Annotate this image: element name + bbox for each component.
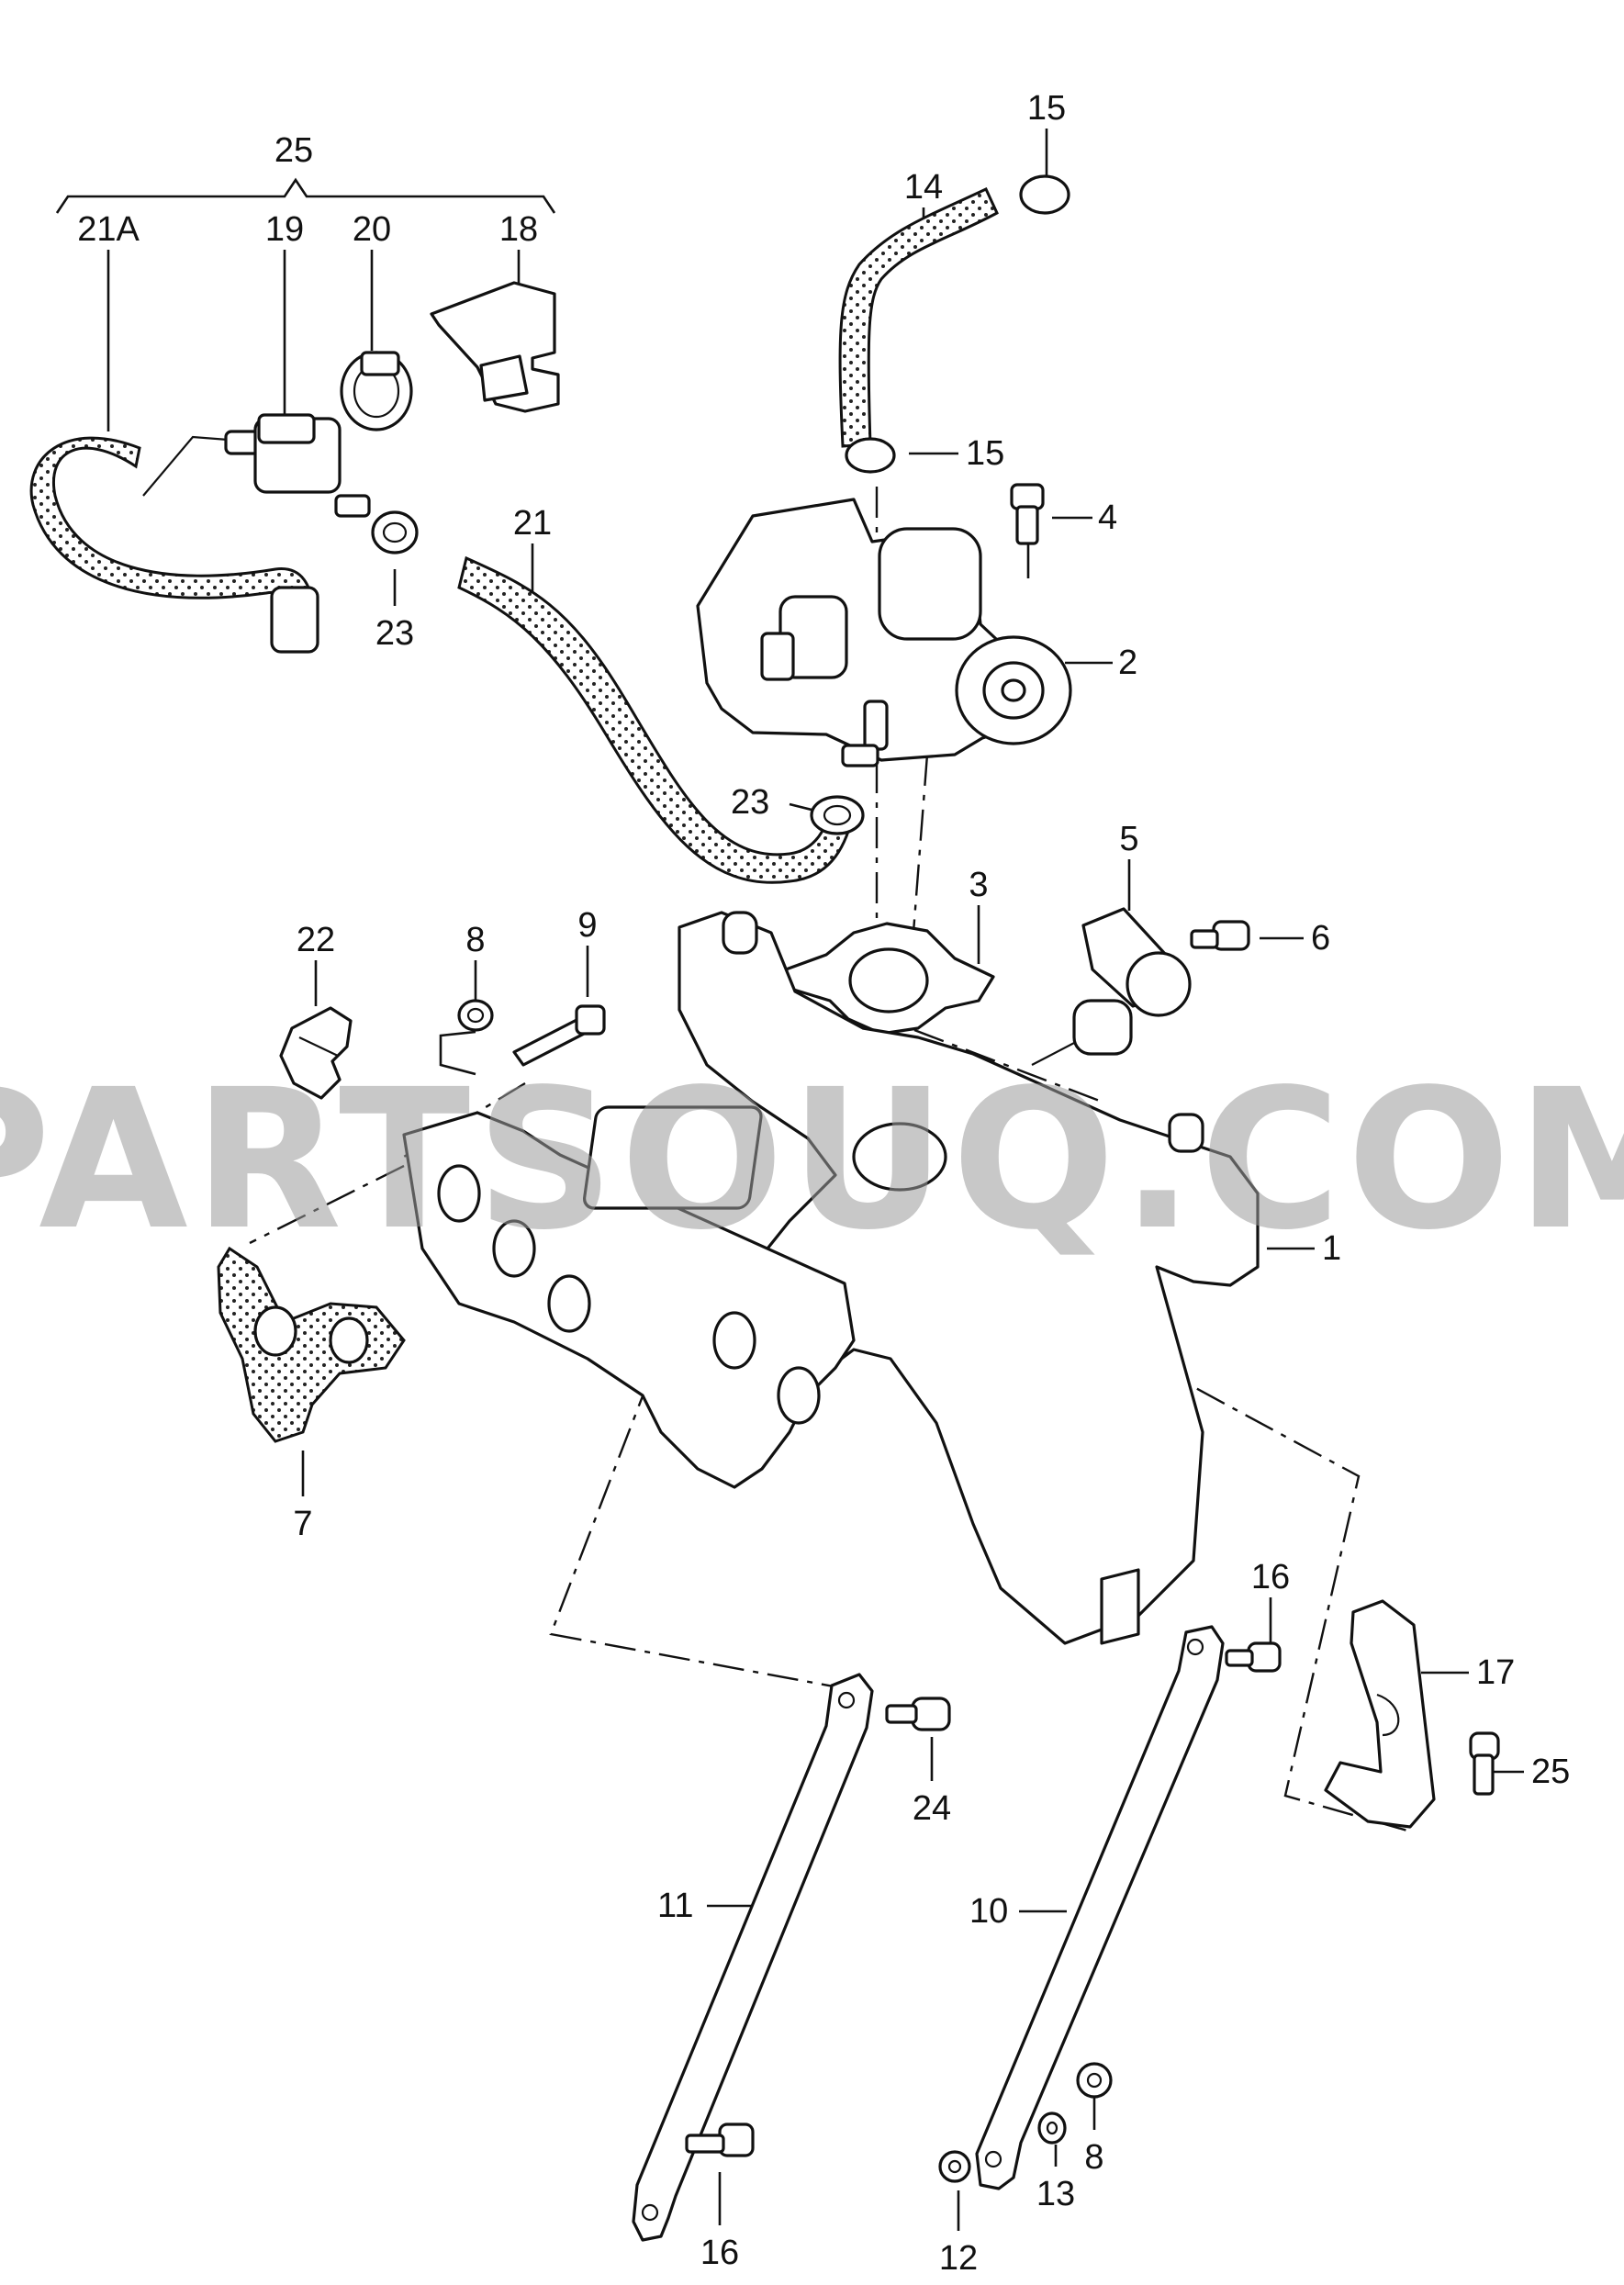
callout-16-bottom: 16 — [700, 2234, 739, 2272]
bolt-4 — [1010, 483, 1045, 545]
callout-23-left: 23 — [375, 614, 414, 653]
strut-10 — [975, 1625, 1225, 2190]
callout-1: 1 — [1322, 1229, 1341, 1268]
gasket-7 — [217, 1246, 406, 1443]
nut-8-bottom — [1076, 2062, 1113, 2099]
washer-12 — [938, 2150, 971, 2183]
bracket-18 — [430, 281, 560, 413]
callout-16-right: 16 — [1251, 1558, 1290, 1596]
callout-17: 17 — [1476, 1653, 1515, 1692]
throttle-body-2 — [696, 498, 1072, 767]
callout-6: 6 — [1311, 919, 1330, 958]
callout-10: 10 — [969, 1892, 1008, 1931]
callout-19: 19 — [265, 210, 304, 249]
callout-8-bottom: 8 — [1084, 2138, 1103, 2177]
manifold-1 — [402, 911, 1260, 1645]
callout-13: 13 — [1036, 2175, 1075, 2213]
bolt-16-right — [1225, 1641, 1282, 1673]
callout-7: 7 — [293, 1505, 312, 1543]
callout-11: 11 — [657, 1887, 693, 1925]
clamp-20 — [340, 351, 413, 431]
callout-25-right: 25 — [1531, 1753, 1570, 1791]
clamp-23-left — [371, 510, 419, 554]
strut-11 — [632, 1673, 874, 2242]
bracket-17 — [1324, 1599, 1436, 1829]
valve-19 — [142, 413, 371, 518]
callout-3: 3 — [969, 866, 988, 904]
clip-22 — [279, 1006, 353, 1100]
callout-20: 20 — [353, 210, 391, 249]
gasket-3 — [784, 922, 995, 1036]
callout-23-mid: 23 — [731, 783, 769, 822]
callout-4: 4 — [1098, 498, 1117, 537]
bolt-16-bottom — [685, 2123, 755, 2157]
callout-24: 24 — [913, 1789, 951, 1828]
bolt-25-right — [1469, 1731, 1500, 1796]
washer-13 — [1037, 2111, 1067, 2145]
callout-labels: 25 21A 19 20 18 15 14 15 4 21 23 2 23 5 … — [77, 89, 1570, 2278]
callout-15-top: 15 — [1027, 89, 1066, 128]
callout-5: 5 — [1119, 820, 1138, 858]
callout-22: 22 — [297, 921, 335, 959]
bolt-24 — [885, 1697, 951, 1731]
callout-18: 18 — [499, 210, 538, 249]
callout-25-top: 25 — [274, 131, 313, 170]
hose-14 — [838, 174, 1070, 474]
callout-15-mid: 15 — [966, 434, 1004, 473]
clamp-23-mid — [810, 795, 865, 835]
callout-12: 12 — [939, 2239, 978, 2278]
sensor-5 — [1072, 907, 1192, 1056]
bolt-6 — [1190, 920, 1250, 951]
nut-8-top — [457, 999, 494, 1032]
callout-21a: 21A — [77, 210, 140, 249]
callout-14: 14 — [904, 168, 943, 207]
callout-2: 2 — [1118, 644, 1137, 682]
callout-9: 9 — [577, 906, 597, 945]
bolt-9 — [512, 1004, 606, 1067]
watermark-text: PARTSOUQ.COM — [0, 1047, 1624, 1272]
hose-21a — [29, 436, 319, 654]
callout-8-top: 8 — [465, 921, 485, 959]
callout-21: 21 — [513, 504, 552, 543]
